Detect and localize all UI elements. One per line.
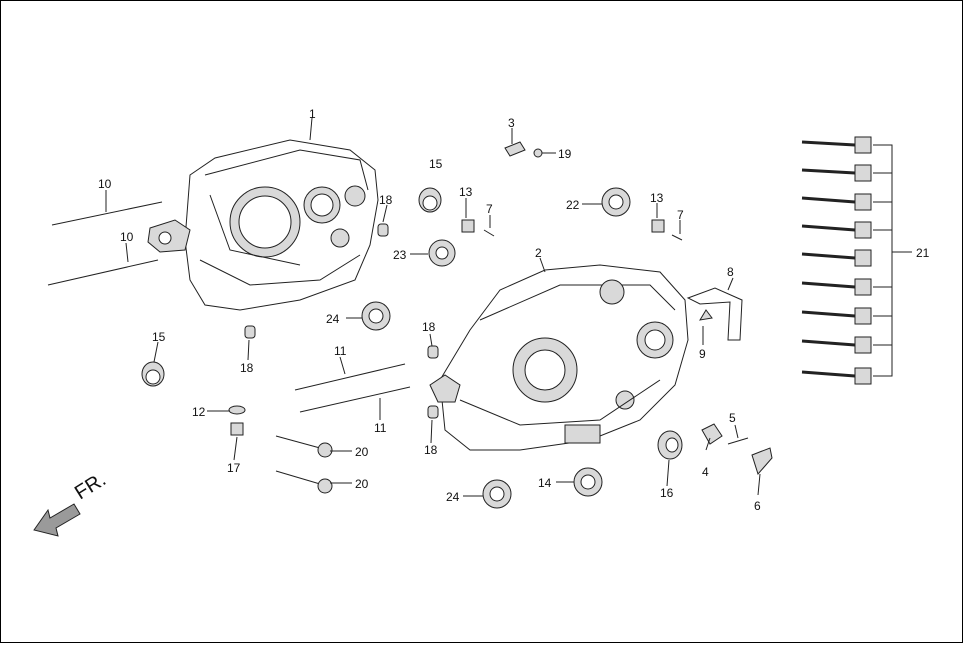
right-crankcase bbox=[429, 264, 689, 451]
callout-24: 24 bbox=[326, 312, 340, 326]
callout-7: 7 bbox=[677, 208, 684, 222]
left-crankcase bbox=[147, 139, 379, 311]
callout-19: 19 bbox=[558, 147, 572, 161]
callout-13: 13 bbox=[650, 191, 664, 205]
flange-bolts-20 bbox=[275, 435, 333, 494]
callout-15: 15 bbox=[152, 330, 166, 344]
callout-11: 11 bbox=[374, 421, 387, 435]
callout-15: 15 bbox=[429, 157, 443, 171]
callout-24: 24 bbox=[446, 490, 460, 504]
long-bolts-11 bbox=[294, 363, 411, 413]
callout-1: 1 bbox=[309, 107, 316, 121]
callout-11: 11 bbox=[334, 344, 347, 358]
callout-18: 18 bbox=[379, 193, 393, 207]
callout-14: 14 bbox=[538, 476, 552, 490]
leader-lines bbox=[105, 117, 761, 497]
bearings bbox=[141, 187, 683, 509]
callout-5: 5 bbox=[729, 411, 736, 425]
callout-18: 18 bbox=[240, 361, 254, 375]
callout-13: 13 bbox=[459, 185, 473, 199]
callout-labels: 1 2 3 4 5 6 7 7 8 9 10 10 11 11 12 13 13… bbox=[98, 107, 930, 513]
callout-10: 10 bbox=[120, 230, 134, 244]
callout-7: 7 bbox=[486, 202, 493, 216]
bolt-set-21 bbox=[801, 136, 912, 385]
callout-3: 3 bbox=[508, 116, 515, 130]
stud-bolts-10 bbox=[47, 201, 163, 286]
callout-10: 10 bbox=[98, 177, 112, 191]
callout-4: 4 bbox=[702, 465, 709, 479]
callout-9: 9 bbox=[699, 347, 706, 361]
callout-18: 18 bbox=[424, 443, 438, 457]
front-direction-arrow: FR. bbox=[33, 469, 110, 537]
callout-20: 20 bbox=[355, 445, 369, 459]
callout-16: 16 bbox=[660, 486, 674, 500]
callout-6: 6 bbox=[754, 499, 761, 513]
small-parts bbox=[228, 141, 773, 475]
callout-20: 20 bbox=[355, 477, 369, 491]
callout-17: 17 bbox=[227, 461, 241, 475]
callout-8: 8 bbox=[727, 265, 734, 279]
callout-21: 21 bbox=[916, 246, 930, 260]
direction-label: FR. bbox=[71, 469, 110, 505]
callout-2: 2 bbox=[535, 246, 542, 260]
callout-22: 22 bbox=[566, 198, 580, 212]
callout-18: 18 bbox=[422, 320, 436, 334]
callout-12: 12 bbox=[192, 405, 206, 419]
callout-23: 23 bbox=[393, 248, 407, 262]
